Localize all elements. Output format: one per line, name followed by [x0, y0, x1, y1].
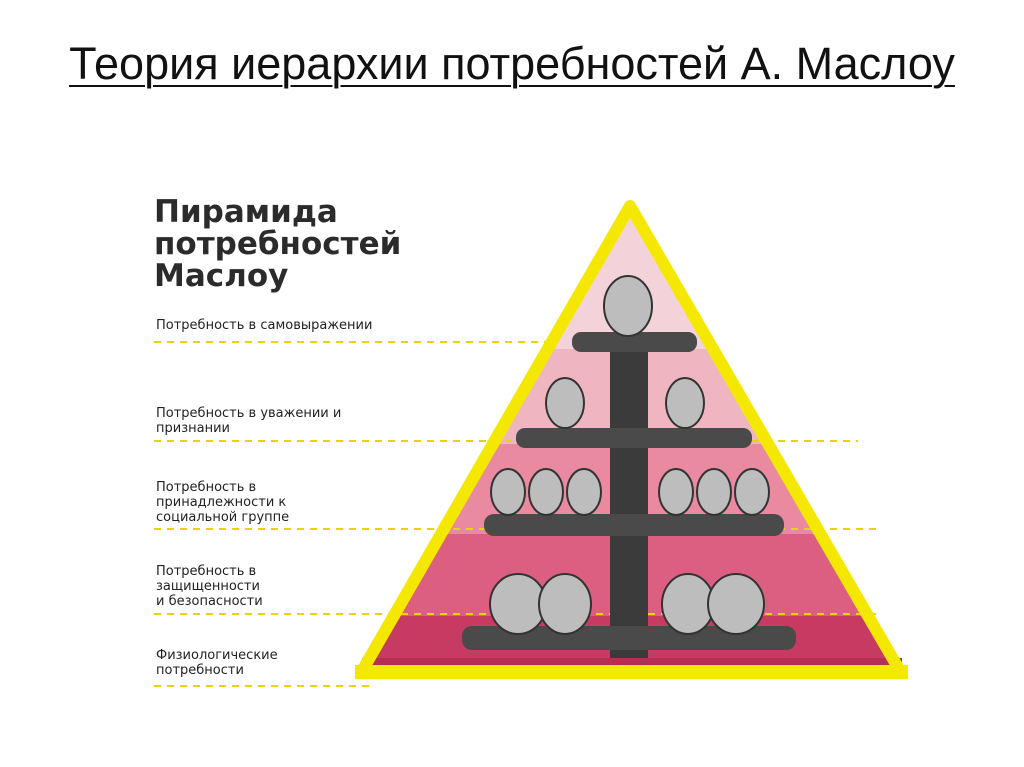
- level-label-physiological: Физиологические потребности: [156, 648, 278, 678]
- pyramid-illustration: [154, 200, 908, 687]
- level-label-self-actualization: Потребность в самовыражении: [156, 318, 373, 333]
- bird-right-2: [665, 377, 705, 429]
- pyramid-heading-line-1: Пирамида: [154, 194, 338, 230]
- bird-3d: [658, 468, 694, 516]
- branch-third: [484, 514, 784, 536]
- maslow-pyramid-diagram: Пирамида потребностей Маслоу Потребность…: [140, 186, 970, 706]
- level-label-esteem: Потребность в уважении и признании: [156, 406, 342, 436]
- bird-3b: [528, 468, 564, 516]
- level-label-safety: Потребность в защищенности и безопасност…: [156, 564, 263, 609]
- pyramid-heading-line-3: Маслоу: [154, 258, 289, 294]
- bird-4a: [489, 573, 547, 635]
- branch-top: [572, 332, 697, 352]
- bird-3c: [566, 468, 602, 516]
- branch-bottom: [462, 626, 796, 650]
- level-label-belonging: Потребность в принадлежности к социально…: [156, 480, 290, 525]
- bird-3a: [490, 468, 526, 516]
- birds: [489, 275, 770, 635]
- bird-3e: [696, 468, 732, 516]
- tree-trunk: [610, 336, 648, 666]
- branch-second: [516, 428, 752, 448]
- bird-top: [603, 275, 653, 337]
- bird-left-2: [545, 377, 585, 429]
- bird-4b: [538, 573, 592, 635]
- pyramid-heading: Пирамида потребностей Маслоу: [154, 196, 401, 292]
- bird-4c: [661, 573, 715, 635]
- pyramid-heading-line-2: потребностей: [154, 226, 402, 262]
- slide-title: Теория иерархии потребностей А. Маслоу: [69, 38, 955, 89]
- bird-3f: [734, 468, 770, 516]
- bird-4d: [707, 573, 765, 635]
